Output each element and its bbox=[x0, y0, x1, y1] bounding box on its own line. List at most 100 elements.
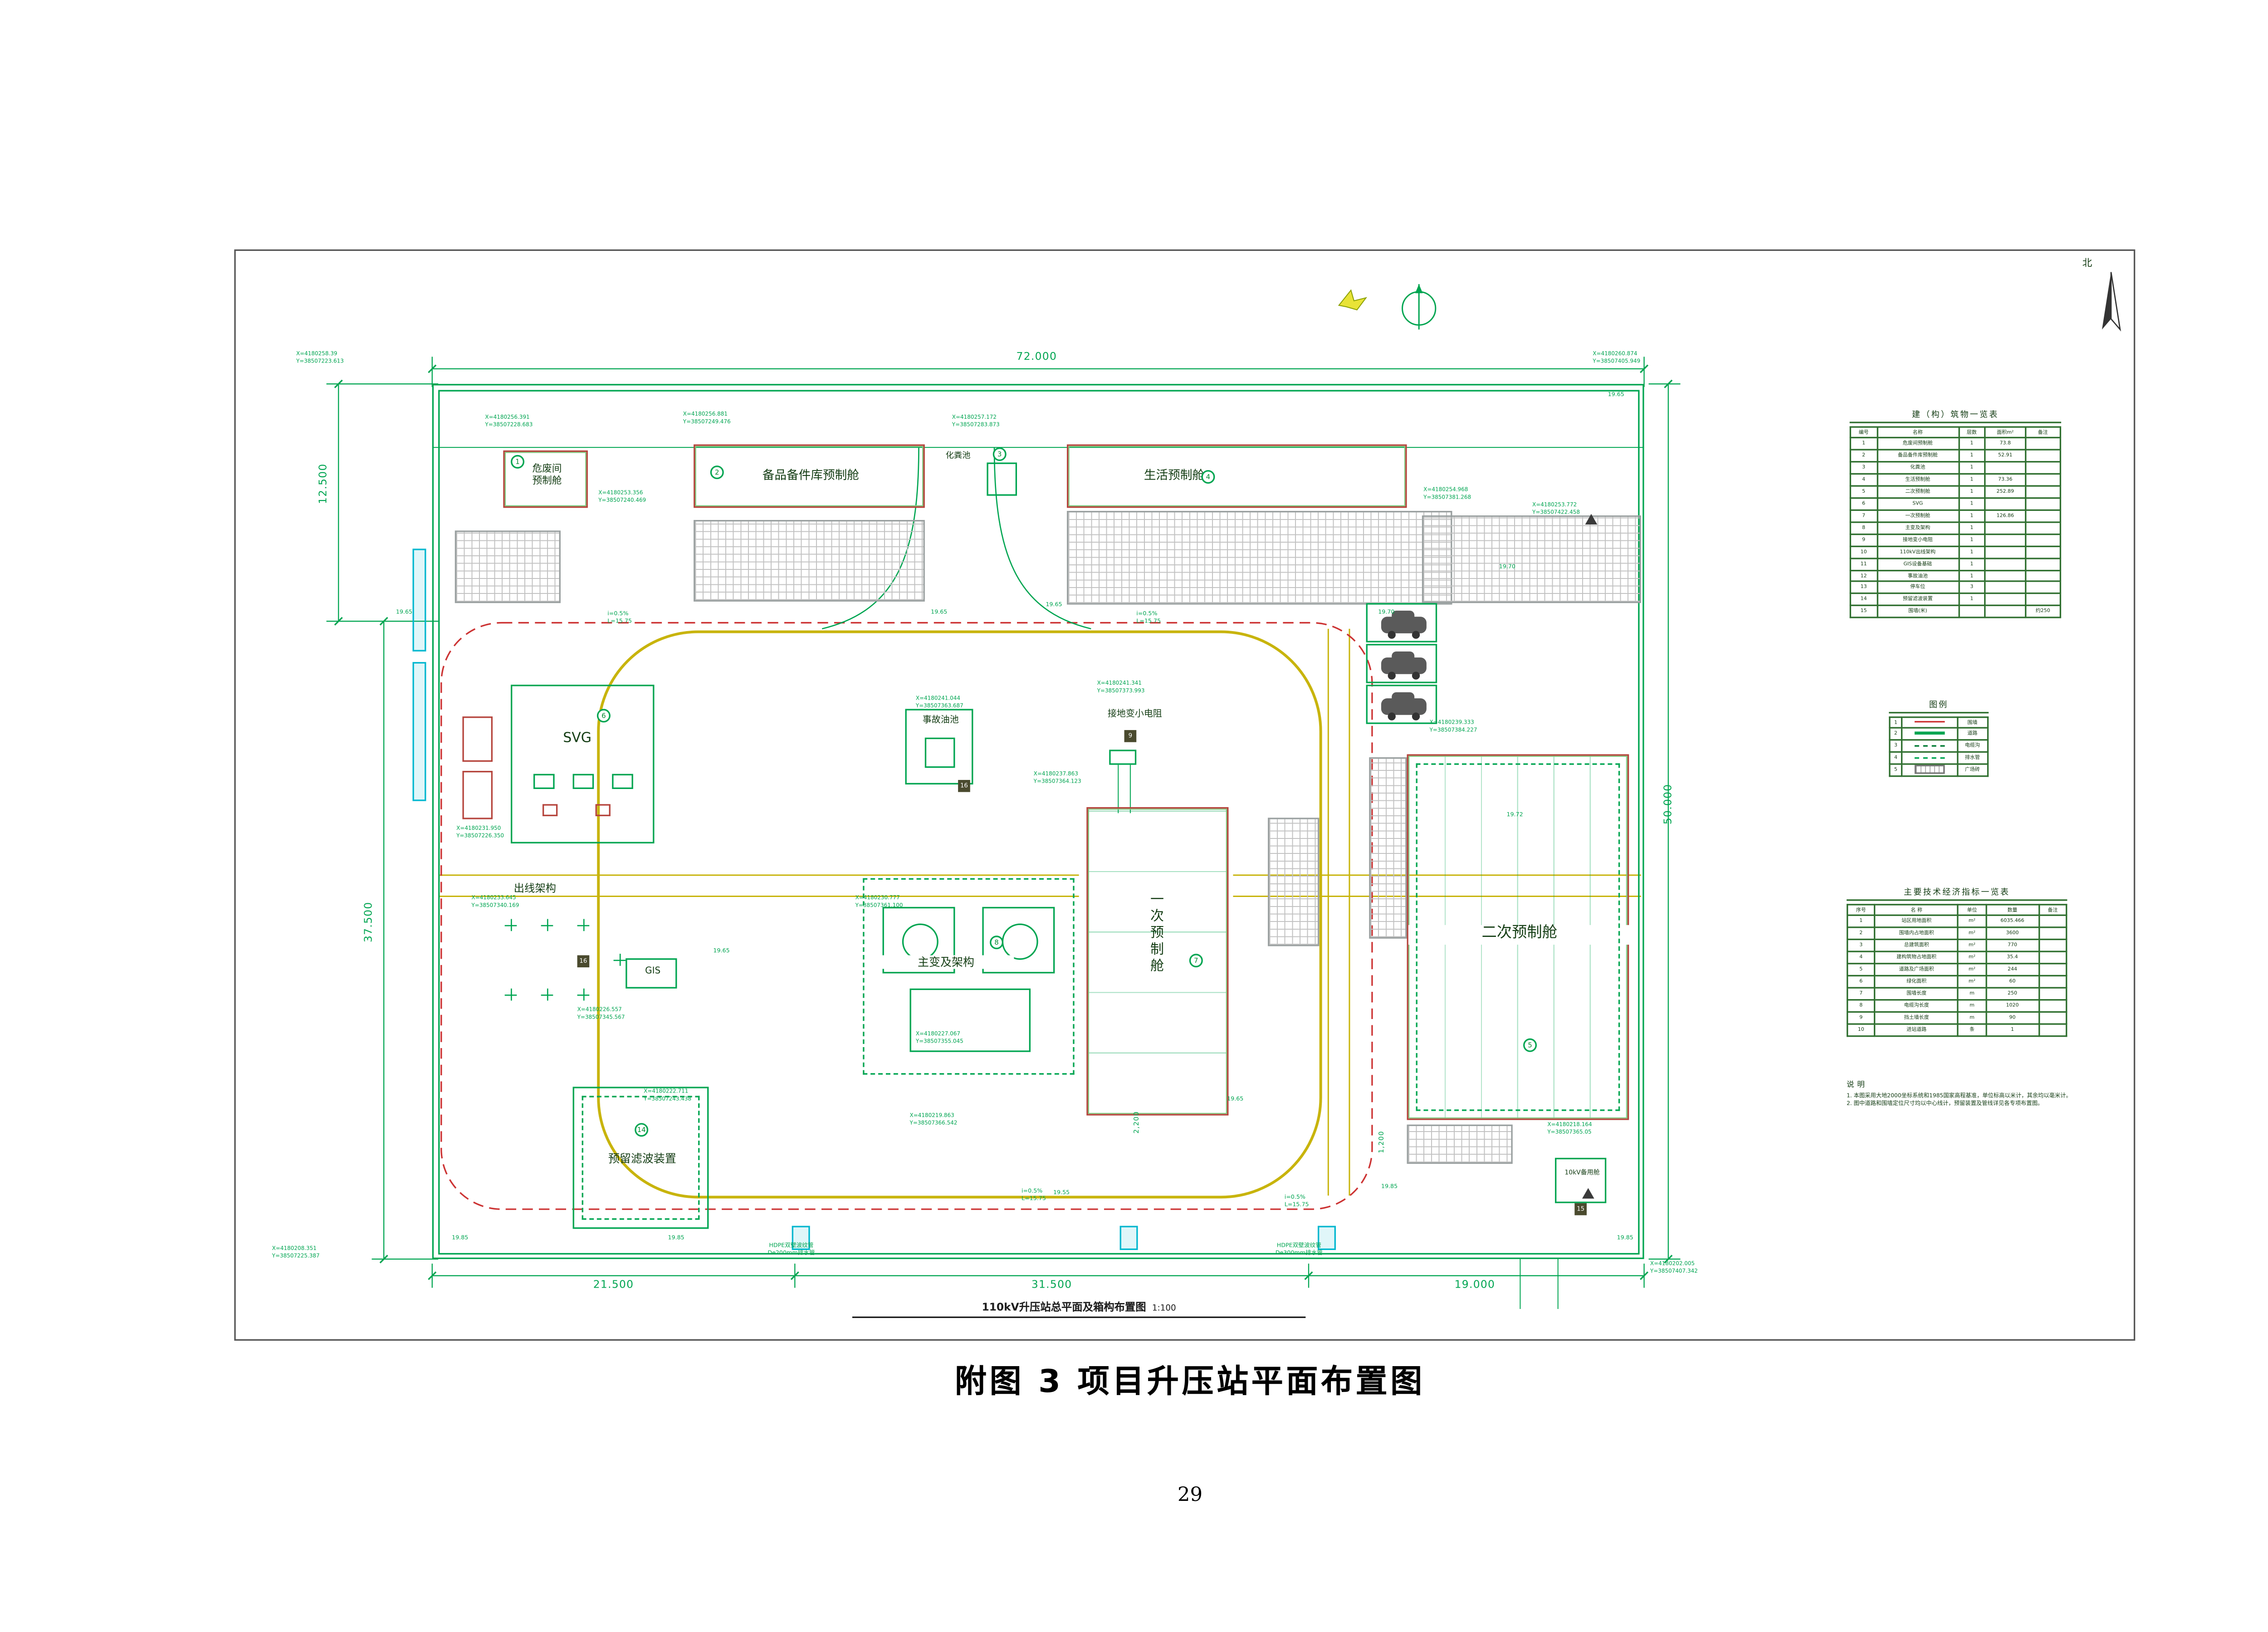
table-cell: 1 bbox=[1957, 569, 1986, 583]
slope-annotation: i=0.5% L=15.75 bbox=[607, 609, 632, 624]
table-cell bbox=[2038, 963, 2068, 977]
coordinate-callout: X=4180253.356 Y=38507240.469 bbox=[598, 490, 646, 503]
table-cell: 1 bbox=[1957, 473, 1986, 487]
table-cell: 1 bbox=[1957, 545, 1986, 559]
table-cell: 约250 bbox=[2024, 605, 2062, 619]
legend-cell bbox=[1901, 716, 1958, 730]
table-cell bbox=[1984, 593, 2026, 607]
table-cell: 252.89 bbox=[1984, 485, 2026, 499]
table-header-cell: 编号 bbox=[1849, 425, 1878, 439]
table-cell: 站区用地面积 bbox=[1874, 915, 1960, 929]
table-cell: m² bbox=[1957, 963, 1987, 977]
reserved-filter-area: 预留滤波装置 bbox=[572, 1087, 709, 1229]
table-cell: 8 bbox=[1846, 999, 1876, 1013]
building-living-cabin: 生活预制舱 bbox=[1066, 444, 1407, 508]
table-cell bbox=[2038, 915, 2068, 929]
legend-cell bbox=[1901, 740, 1958, 753]
table-cell bbox=[1984, 533, 2026, 547]
table-cell bbox=[2024, 461, 2062, 475]
table-cell bbox=[2024, 473, 2062, 487]
dim-bottom-left: 21.500 bbox=[593, 1279, 634, 1291]
coordinate-callout: X=4180219.863 Y=38507366.542 bbox=[909, 1112, 958, 1126]
slope-annotation: i=0.5% L=15.75 bbox=[1022, 1186, 1046, 1202]
index-marker: 5 bbox=[1523, 1038, 1537, 1052]
table-cell: 1 bbox=[1846, 915, 1876, 929]
coordinate-callout: X=4180257.172 Y=38507283.873 bbox=[952, 414, 1000, 427]
grid-line-sample bbox=[1914, 765, 1945, 774]
table-cell: GIS设备基础 bbox=[1876, 557, 1960, 571]
north-label: 北 bbox=[2082, 257, 2092, 269]
dim-inner-a: 2,200 bbox=[1134, 1111, 1142, 1134]
table-cell: 1 bbox=[1849, 437, 1878, 451]
table-cell: 73.36 bbox=[1984, 473, 2026, 487]
gravel-area bbox=[1369, 757, 1407, 939]
table-cell bbox=[2038, 951, 2068, 965]
indicators-table-title: 主要技术经济指标一览表 bbox=[1846, 886, 2068, 901]
legend-cell: 3 bbox=[1889, 740, 1903, 753]
parking-space bbox=[1366, 685, 1437, 724]
legend-cell: 排水管 bbox=[1956, 751, 1989, 765]
table-cell bbox=[1984, 461, 2026, 475]
dashdot-green-line-sample bbox=[1914, 745, 1945, 747]
table-cell bbox=[2024, 557, 2062, 571]
table-cell bbox=[1984, 497, 2026, 511]
table-cell: 110kV出线架构 bbox=[1876, 545, 1960, 559]
table-header-cell: 名 称 bbox=[1874, 903, 1960, 917]
gis-label: GIS bbox=[645, 965, 661, 977]
elevation-triangle-marker bbox=[1585, 514, 1598, 524]
table-cell: 9 bbox=[1849, 533, 1878, 547]
table-cell: 围墙内占地面积 bbox=[1874, 927, 1960, 941]
table-cell: 250 bbox=[1984, 987, 2040, 1000]
table-cell bbox=[1984, 521, 2026, 535]
road-lines bbox=[440, 628, 1641, 1199]
dim-top: 72.000 bbox=[1016, 350, 1057, 363]
table-cell: m² bbox=[1957, 915, 1987, 929]
table-cell: m bbox=[1957, 1011, 1987, 1024]
legend-cell: 电缆沟 bbox=[1956, 740, 1989, 753]
table-header-cell: 序号 bbox=[1846, 903, 1876, 917]
table-cell: 1 bbox=[1957, 461, 1986, 475]
landmark-flag-icon bbox=[1338, 289, 1368, 311]
gravel-area bbox=[1066, 511, 1452, 605]
survey-compass-icon bbox=[1402, 284, 1437, 330]
table-cell: 3 bbox=[1849, 461, 1878, 475]
table-cell: 挡土墙长度 bbox=[1874, 1011, 1960, 1024]
table-cell: 15 bbox=[1849, 605, 1878, 619]
table-cell: 备品备件库预制舱 bbox=[1876, 449, 1960, 463]
index-marker: 1 bbox=[511, 455, 524, 469]
table-cell bbox=[2038, 927, 2068, 941]
table-cell: 1 bbox=[1957, 509, 1986, 523]
accident-oil-pool-label: 事故油池 bbox=[922, 715, 959, 726]
legend-cell: 广场砖 bbox=[1956, 763, 1989, 777]
index-marker: 2 bbox=[710, 466, 724, 480]
transformer-foundation bbox=[909, 988, 1031, 1052]
table-cell bbox=[2024, 509, 2062, 523]
fence-lines bbox=[432, 447, 1644, 1309]
table-header-cell: 数量 bbox=[1984, 903, 2040, 917]
spot-elevation: 19.65 bbox=[931, 608, 948, 615]
dim-right: 50.000 bbox=[1662, 784, 1675, 825]
table-cell: 73.8 bbox=[1984, 437, 2026, 451]
table-cell: 预留滤波装置 bbox=[1876, 593, 1960, 607]
legend-cell bbox=[1901, 763, 1958, 777]
structures-table-title: 建（构）筑物一览表 bbox=[1849, 408, 2062, 423]
dim-bottom-mid: 31.500 bbox=[1031, 1279, 1072, 1291]
legend-cell: 道路 bbox=[1956, 727, 1989, 741]
building-hazardous-waste-cabin: 危废间 预制舱 bbox=[503, 450, 588, 508]
table-cell bbox=[2024, 533, 2062, 547]
main-transformer-label: 主变及架构 bbox=[878, 955, 1014, 970]
coordinate-callout: X=4180222.711 Y=38507243.438 bbox=[644, 1088, 692, 1102]
main-transformer-area bbox=[863, 878, 1075, 1075]
table-cell: 条 bbox=[1957, 1023, 1987, 1037]
